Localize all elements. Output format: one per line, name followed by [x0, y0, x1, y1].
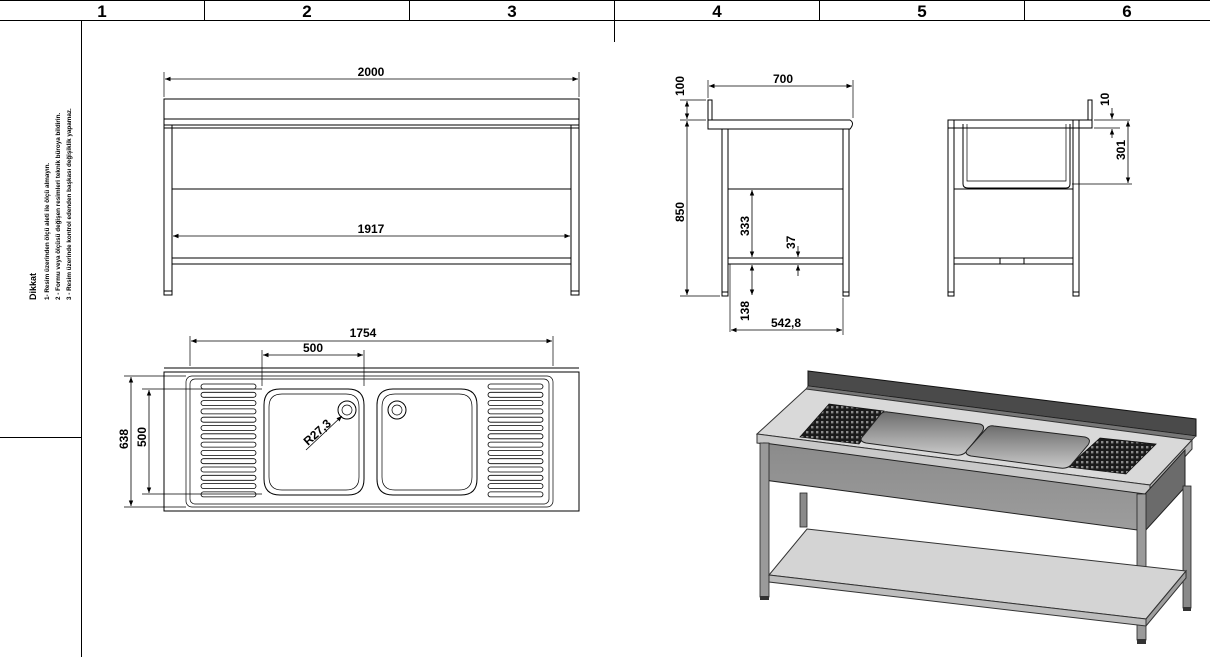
column-label-2: 2 — [302, 2, 311, 21]
dim-foot: 138 — [738, 301, 752, 321]
dim-shelf-thickness: 37 — [784, 235, 798, 249]
drain-groove — [200, 491, 257, 498]
drain-groove — [200, 433, 257, 440]
dim-inner-width: 1917 — [358, 222, 385, 236]
dim-overall-width: 2000 — [358, 65, 385, 79]
right-drainboard-grooves — [487, 383, 544, 498]
drain-groove — [487, 483, 544, 490]
drain-groove — [200, 408, 257, 415]
note-line-2: 2 - Formu veya ölçüsü değişen resimleri … — [55, 113, 62, 300]
dim-bowl-width: 500 — [303, 341, 323, 355]
notes-title: Dikkat — [28, 273, 38, 300]
note-line-3: 3 - Resim üzerinde kontrol edenden başka… — [66, 108, 73, 300]
drain-groove — [200, 400, 257, 407]
note-line-1: 1- Resim üzerinden ölçü aleti ile ölçü a… — [44, 163, 51, 300]
column-label-4: 4 — [712, 2, 722, 21]
drain-groove — [200, 449, 257, 456]
drain-groove — [200, 441, 257, 448]
column-label-3: 3 — [507, 2, 516, 21]
dim-side-depth: 700 — [773, 72, 793, 86]
dim-height: 850 — [673, 202, 687, 222]
drain-groove — [487, 474, 544, 481]
drain-groove — [200, 483, 257, 490]
drain-groove — [487, 425, 544, 431]
top-view: R27,3 1754 500 638 500 — [117, 326, 580, 512]
side-view: 700 100 850 333 37 138 542,8 — [673, 72, 854, 335]
drain-groove — [487, 391, 544, 398]
dim-bowl-area-width: 1754 — [350, 326, 377, 340]
column-label-5: 5 — [917, 2, 926, 21]
dim-shelf-height: 333 — [738, 216, 752, 236]
drain-groove — [200, 391, 257, 398]
drain-groove — [200, 416, 257, 423]
dim-drain-radius: R27,3 — [301, 416, 334, 448]
left-drainboard-grooves — [200, 383, 257, 498]
drain-groove — [487, 458, 544, 465]
drain-groove — [487, 441, 544, 448]
column-header: 1 2 3 4 5 6 — [0, 0, 1210, 42]
column-label-1: 1 — [97, 2, 106, 21]
dim-backsplash: 100 — [673, 76, 687, 96]
dim-top-depth: 638 — [117, 429, 131, 449]
drain-groove — [487, 433, 544, 440]
column-label-6: 6 — [1122, 2, 1131, 21]
front-view: 2000 1917 — [163, 65, 580, 296]
dim-shelf-depth: 542,8 — [771, 316, 801, 330]
section-view: 10 301 — [947, 92, 1132, 297]
drain-groove — [487, 466, 544, 473]
drain-groove — [200, 383, 257, 390]
dim-bowl-depth: 500 — [135, 427, 149, 447]
drain-groove — [487, 400, 544, 407]
drain-groove — [487, 383, 544, 390]
drain-groove — [200, 425, 257, 431]
drain-groove — [487, 408, 544, 415]
dim-bowl-depth-section: 301 — [1114, 140, 1128, 160]
drain-groove — [200, 474, 257, 481]
drain-groove — [487, 491, 544, 498]
drain-groove — [200, 466, 257, 473]
drain-groove — [487, 416, 544, 423]
warning-notes: Dikkat 1- Resim üzerinden ölçü aleti ile… — [28, 108, 73, 300]
dim-lip: 10 — [1098, 92, 1112, 106]
drain-groove — [487, 449, 544, 456]
drain-groove — [200, 458, 257, 465]
isometric-render — [755, 370, 1197, 644]
